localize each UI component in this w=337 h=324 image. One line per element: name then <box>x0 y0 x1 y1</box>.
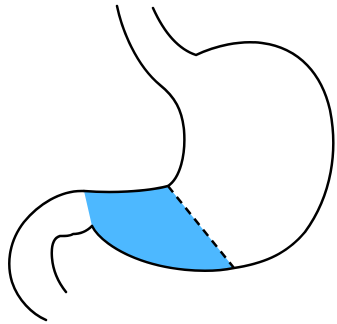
highlighted-antrum-region <box>84 186 234 271</box>
esophagus-left-wall <box>117 6 184 186</box>
duodenum-inner-edge <box>52 226 92 292</box>
duodenum-outer-edge <box>9 191 84 320</box>
